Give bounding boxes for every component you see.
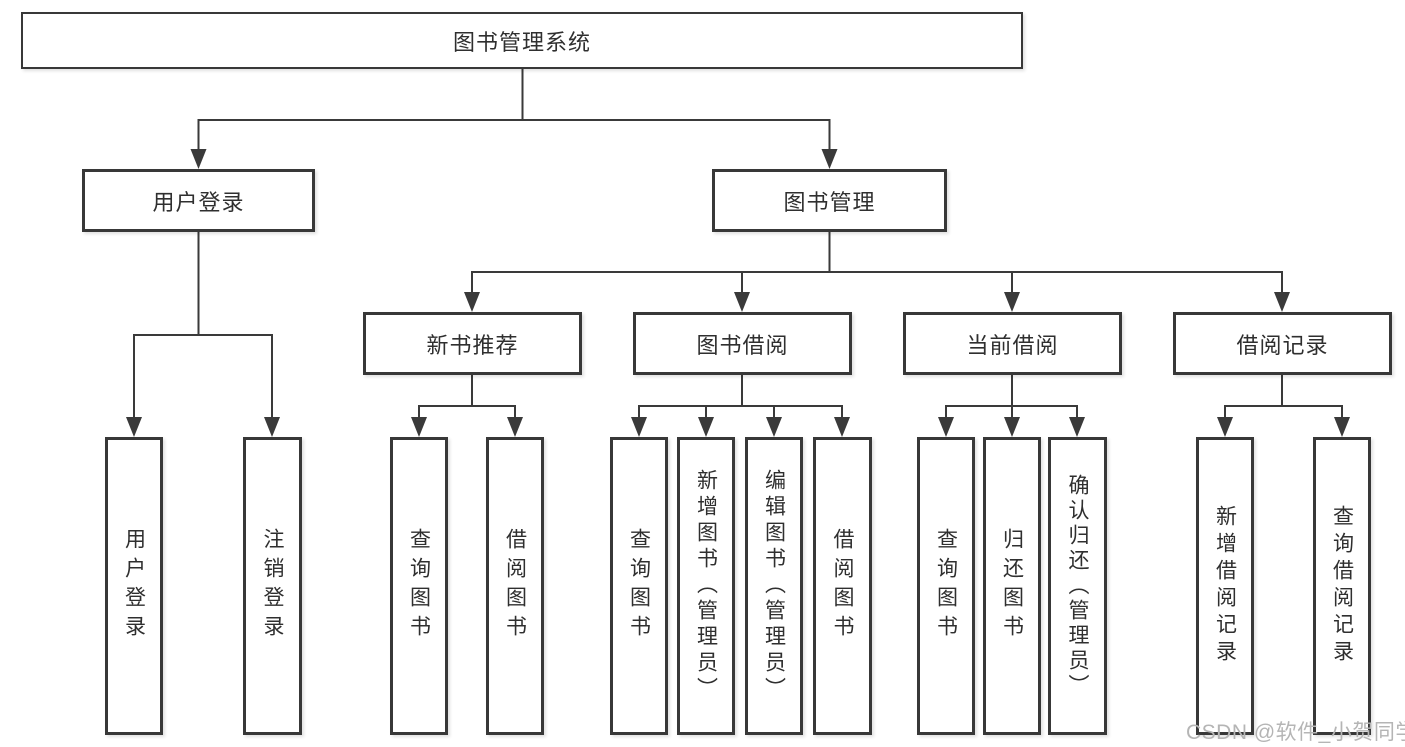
node-book-management-label: 图书管理 bbox=[783, 189, 876, 215]
arrowhead bbox=[766, 417, 782, 437]
arrowhead bbox=[734, 292, 750, 312]
arrowhead bbox=[126, 417, 142, 437]
connector-borrowing-records-to-leaves bbox=[1224, 375, 1343, 418]
leaf-query-books-current-label: 查询图书 bbox=[934, 528, 958, 644]
arrowhead bbox=[507, 417, 523, 437]
leaf-confirm-return-admin-label: 确认归还（管理员） bbox=[1066, 473, 1089, 699]
node-book-borrowing: 图书借阅 bbox=[633, 312, 852, 375]
arrowhead bbox=[464, 292, 480, 312]
node-borrowing-records: 借阅记录 bbox=[1173, 312, 1392, 375]
arrowhead bbox=[1217, 417, 1233, 437]
arrowhead bbox=[1069, 417, 1085, 437]
leaf-confirm-return-admin: 确认归还（管理员） bbox=[1048, 437, 1107, 735]
node-current-borrowing: 当前借阅 bbox=[903, 312, 1122, 375]
leaf-query-books-recommend: 查询图书 bbox=[390, 437, 448, 735]
leaf-logout-label: 注销登录 bbox=[261, 528, 284, 644]
csdn-watermark: CSDN @软件_小贺同学 bbox=[1186, 721, 1405, 744]
arrowhead bbox=[1274, 292, 1290, 312]
arrowhead bbox=[411, 417, 427, 437]
node-book-management-system: 图书管理系统 bbox=[21, 12, 1023, 69]
leaf-query-books-borrowing-label: 查询图书 bbox=[627, 528, 651, 644]
arrowhead bbox=[631, 417, 647, 437]
leaf-query-borrow-record: 查询借阅记录 bbox=[1313, 437, 1371, 735]
node-new-book-recommend-label: 新书推荐 bbox=[426, 332, 519, 358]
leaf-borrow-books-recommend: 借阅图书 bbox=[486, 437, 544, 735]
leaf-query-books-borrowing: 查询图书 bbox=[610, 437, 668, 735]
leaf-add-borrow-record-label: 新增借阅记录 bbox=[1213, 505, 1237, 667]
node-user-login: 用户登录 bbox=[82, 169, 315, 232]
arrowhead bbox=[698, 417, 714, 437]
leaf-borrow-books-borrowing: 借阅图书 bbox=[813, 437, 872, 735]
leaf-return-books-label: 归还图书 bbox=[1000, 528, 1024, 644]
connector-book-management-to-level3 bbox=[471, 232, 1283, 293]
node-borrowing-records-label: 借阅记录 bbox=[1236, 332, 1329, 358]
connector-book-borrowing-to-leaves bbox=[638, 375, 843, 418]
arrowhead bbox=[1004, 292, 1020, 312]
leaf-edit-books-admin: 编辑图书（管理员） bbox=[745, 437, 803, 735]
leaf-return-books: 归还图书 bbox=[983, 437, 1041, 735]
leaf-add-books-admin: 新增图书（管理员） bbox=[677, 437, 735, 735]
leaf-query-books-recommend-label: 查询图书 bbox=[407, 528, 431, 644]
leaf-borrow-books-borrowing-label: 借阅图书 bbox=[831, 528, 854, 644]
arrowhead bbox=[264, 417, 280, 437]
leaf-add-borrow-record: 新增借阅记录 bbox=[1196, 437, 1254, 735]
connector-current-borrowing-to-leaves bbox=[945, 375, 1078, 418]
connector-root-to-level2 bbox=[197, 69, 831, 150]
leaf-edit-books-admin-label: 编辑图书（管理员） bbox=[762, 469, 786, 703]
connector-user-login-to-leaves bbox=[133, 232, 273, 418]
node-current-borrowing-label: 当前借阅 bbox=[966, 332, 1059, 358]
node-new-book-recommend: 新书推荐 bbox=[363, 312, 582, 375]
leaf-add-books-admin-label: 新增图书（管理员） bbox=[694, 469, 718, 703]
node-user-login-label: 用户登录 bbox=[152, 189, 245, 215]
arrowhead bbox=[938, 417, 954, 437]
leaf-query-books-current: 查询图书 bbox=[917, 437, 975, 735]
arrowhead bbox=[190, 149, 207, 169]
node-book-management: 图书管理 bbox=[712, 169, 947, 232]
arrowhead bbox=[1334, 417, 1350, 437]
connector-new-book-recommend-to-leaves bbox=[418, 375, 516, 418]
arrowhead bbox=[834, 417, 850, 437]
leaf-logout: 注销登录 bbox=[243, 437, 302, 735]
node-book-management-system-label: 图书管理系统 bbox=[452, 29, 591, 55]
leaf-user-login-label: 用户登录 bbox=[122, 528, 146, 644]
arrowhead bbox=[821, 149, 838, 169]
leaf-query-borrow-record-label: 查询借阅记录 bbox=[1330, 505, 1354, 667]
arrowhead bbox=[1004, 417, 1020, 437]
node-book-borrowing-label: 图书借阅 bbox=[696, 332, 789, 358]
leaf-borrow-books-recommend-label: 借阅图书 bbox=[503, 528, 527, 644]
leaf-user-login: 用户登录 bbox=[105, 437, 163, 735]
